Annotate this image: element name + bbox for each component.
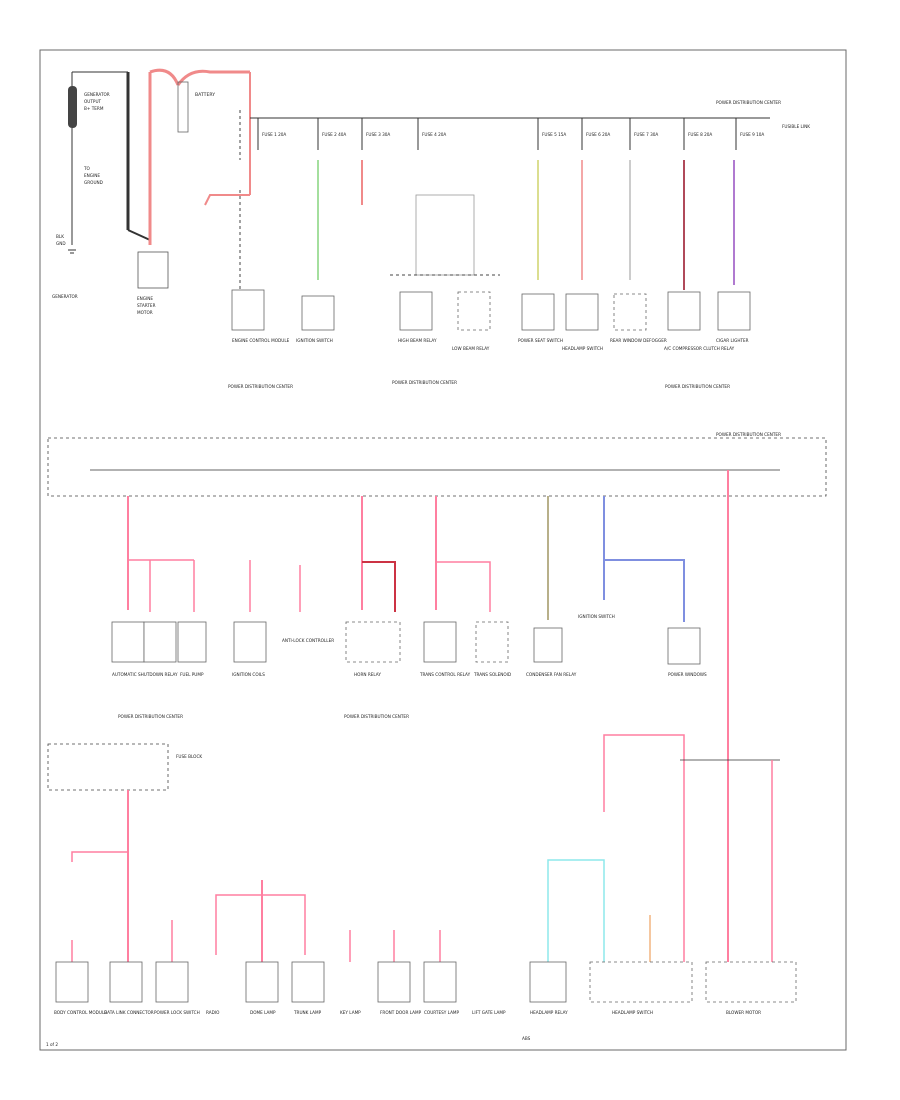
battery-label: BATTERY: [195, 92, 215, 98]
top-comp-7: A/C COMPRESSOR CLUTCH RELAY: [664, 346, 735, 351]
bottom-comp-11: HEADLAMP SWITCH: [612, 1010, 653, 1015]
mid-pdc-box: [47, 437, 827, 497]
pdc-left-label: POWER DISTRIBUTION CENTER: [228, 384, 293, 389]
pdc-mid-left-label: POWER DISTRIBUTION CENTER: [118, 714, 183, 719]
bottom-comp-8: COURTESY LAMP: [424, 1010, 460, 1015]
pdc-top-label: POWER DISTRIBUTION CENTER: [716, 100, 781, 105]
mid-feed-wires: [127, 470, 729, 760]
fuse-label-7: FUSE 7 30A: [634, 132, 658, 137]
bottom-comp-2: POWER LOCK SWITCH: [154, 1010, 200, 1015]
bottom-comp-1: DATA LINK CONNECTOR: [104, 1010, 154, 1015]
pdc-mid-label: POWER DISTRIBUTION CENTER: [716, 432, 781, 437]
abs-label: ABS: [522, 1036, 531, 1041]
top-comp-5: HEADLAMP SWITCH: [562, 346, 603, 351]
pdc-right-top-label: POWER DISTRIBUTION CENTER: [665, 384, 730, 389]
generator-text: GENERATOR: [84, 92, 110, 97]
top-comp-0: ENGINE CONTROL MODULE: [232, 338, 290, 343]
bottom-comp-9: LIFT GATE LAMP: [472, 1010, 506, 1015]
svg-text:STARTER: STARTER: [137, 303, 156, 308]
svg-text:BLK: BLK: [56, 234, 64, 239]
mid-comp-0: AUTOMATIC SHUTDOWN RELAY: [112, 672, 178, 677]
fuse-label-1: FUSE 1 20A: [262, 132, 286, 137]
fuse-label-2: FUSE 2 40A: [322, 132, 346, 137]
bottom-comp-10: HEADLAMP RELAY: [530, 1010, 568, 1015]
fuse-label-3: FUSE 3 30A: [366, 132, 390, 137]
svg-text:ENGINE: ENGINE: [84, 173, 100, 178]
bottom-comp-7: FRONT DOOR LAMP: [380, 1010, 422, 1015]
generator-symbol: [68, 71, 151, 245]
mid-comp-8: IGNITION SWITCH: [578, 614, 615, 619]
bottom-comp-12: BLOWER MOTOR: [726, 1010, 761, 1015]
mid-comp-5: TRANS CONTROL RELAY: [419, 672, 471, 677]
bottom-feed-wires: [71, 734, 780, 965]
bottom-comp-4: DOME LAMP: [250, 1010, 276, 1015]
page-number: 1 of 2: [46, 1042, 58, 1047]
svg-text:OUTPUT: OUTPUT: [84, 99, 102, 104]
fuse-label-6: FUSE 6 20A: [586, 132, 610, 137]
top-comp-1: IGNITION SWITCH: [296, 338, 333, 343]
svg-text:TO: TO: [83, 166, 91, 171]
mid-comp-6: TRANS SOLENOID: [473, 672, 511, 677]
bottom-component-boxes: [55, 961, 797, 1003]
mid-comp-7: CONDENSER FAN RELAY: [526, 672, 577, 677]
bottom-fuse-block: [47, 743, 169, 791]
mid-comp-4: HORN RELAY: [354, 672, 381, 677]
svg-text:ENGINE: ENGINE: [137, 296, 153, 301]
top-fuse-drops: [257, 118, 737, 150]
fuse-block-label: FUSE BLOCK: [176, 754, 202, 759]
svg-text:GROUND: GROUND: [84, 180, 103, 185]
top-comp-4: POWER SEAT SWITCH: [518, 338, 563, 343]
top-component-boxes: [231, 289, 751, 331]
bottom-comp-0: BODY CONTROL MODULE: [54, 1010, 107, 1015]
top-comp-2: HIGH BEAM RELAY: [398, 338, 437, 343]
svg-text:B+ TERM: B+ TERM: [84, 106, 104, 111]
svg-text:GND: GND: [56, 241, 66, 246]
mid-comp-9: POWER WINDOWS: [668, 672, 707, 677]
top-comp-8: CIGAR LIGHTER: [716, 338, 749, 343]
fuse-label-4: FUSE 4 20A: [422, 132, 446, 137]
bottom-comp-5: TRUNK LAMP: [293, 1010, 322, 1015]
mid-comp-3: ANTI-LOCK CONTROLLER: [282, 638, 334, 643]
bottom-comp-3: RADIO: [206, 1010, 220, 1015]
pdc-mid-top-label: POWER DISTRIBUTION CENTER: [392, 380, 457, 385]
top-comp-3: LOW BEAM RELAY: [452, 346, 490, 351]
pdc-mid-center-label: POWER DISTRIBUTION CENTER: [344, 714, 409, 719]
svg-text:MOTOR: MOTOR: [137, 310, 153, 315]
top-feed-wires: [204, 155, 735, 290]
mid-component-boxes: [111, 621, 701, 665]
mid-comp-2: IGNITION COILS: [232, 672, 265, 677]
generator-label: GENERATOR: [52, 294, 78, 299]
fusible-link-label: FUSIBLE LINK: [782, 124, 810, 129]
fuse-label-8: FUSE 8 20A: [688, 132, 712, 137]
bottom-comp-6: KEY LAMP: [340, 1010, 361, 1015]
starter-box: [137, 251, 169, 289]
fuse-label-9: FUSE 9 10A: [740, 132, 764, 137]
diagram-border: [39, 49, 847, 1051]
fuse-label-5: FUSE 5 15A: [542, 132, 566, 137]
mid-comp-1: FUEL PUMP: [180, 672, 204, 677]
top-comp-6: REAR WINDOW DEFOGGER: [610, 338, 667, 343]
